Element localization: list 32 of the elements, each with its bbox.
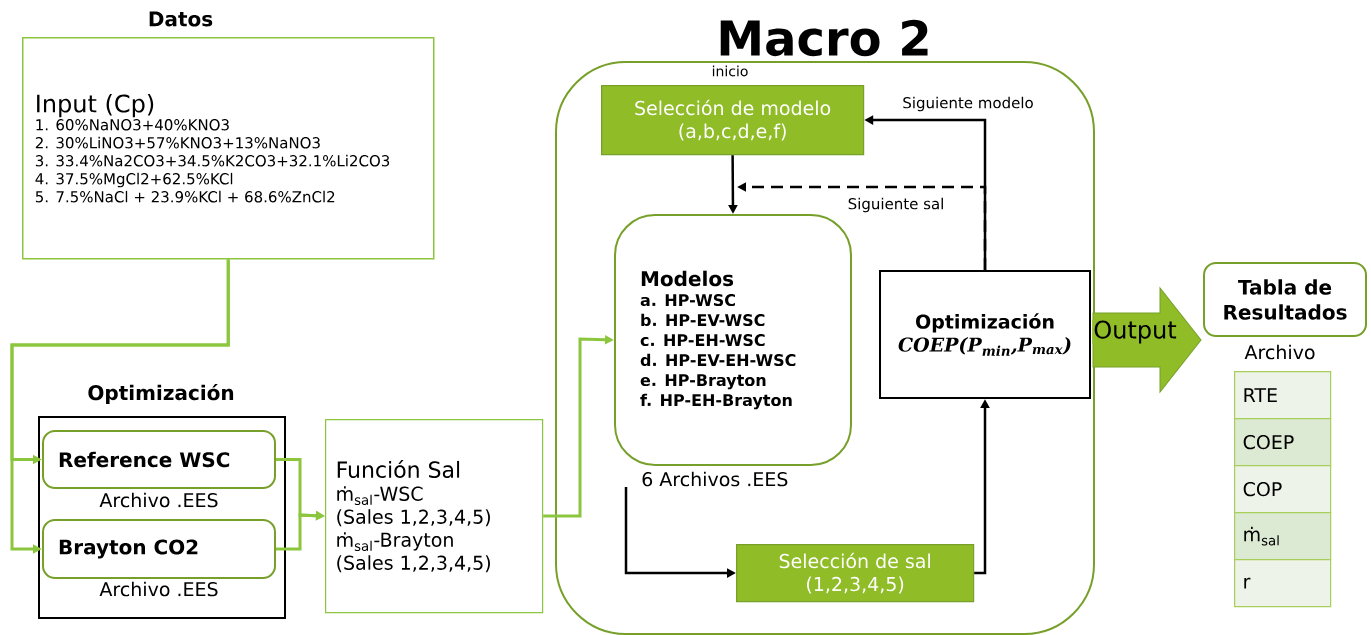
table-cell: COEP xyxy=(1234,418,1332,467)
edge-label: Siguiente sal xyxy=(846,196,946,214)
process-box: Brayton CO2 xyxy=(42,519,276,579)
node-label: 4. 37.5%MgCl2+62.5%KCl xyxy=(35,172,233,188)
process-box: Reference WSC xyxy=(42,430,276,489)
edge-label: Output xyxy=(1092,319,1178,345)
table-cell: COP xyxy=(1234,465,1332,514)
selection-box: Selección de modelo (a,b,c,d,e,f) xyxy=(601,85,865,156)
model-box: Modelos a. HP-WSC b. HP-EV-WSC c. HP-EH-WSC d. HP-EV-EH-WSC e. HP-Brayton f. HP-EH-Brayton xyxy=(614,214,852,466)
table-cell: RTE xyxy=(1234,371,1332,420)
file-label: inicio xyxy=(712,65,748,77)
process-box: Tabla de Resultados xyxy=(1203,262,1367,337)
file-label: Archivo xyxy=(1244,344,1315,360)
function-box: Función Sal ṁ$_{sal}$-WSC (Sales 1,2,3,4,5) ṁ$_{sal}$-Brayton (Sales 1,2,3,4,5) xyxy=(325,419,544,614)
file-label: Archivo .EES xyxy=(99,492,218,508)
selection-box: Selección de sal (1,2,3,4,5) xyxy=(736,544,975,603)
node-label: 5. 7.5%NaCl + 23.9%KCl + 68.6%ZnCl2 xyxy=(35,190,335,203)
file-label: Archivo .EES xyxy=(99,581,218,597)
node-label: 1. 60%NaNO3+40%KNO3 xyxy=(36,119,229,131)
arrow xyxy=(10,259,230,554)
data-box: Input (Cp) 1. 60%NaNO3+40%KNO3 2. 30%LiNO3+57%KNO3+13%NaNO3 3. 33.4%Na2CO3+34.5%K2CO3+32.1%Li2CO3 4. 37.5%MgCl2+62.5%KCl 5. 7.5%NaCl + 23.9%KCl + 68.6%ZnCl2 xyxy=(22,37,435,260)
node-label: 2. 30%LiNO3+57%KNO3+13%NaNO3 xyxy=(35,136,320,149)
table-cell: ṁ$_{sal}$ xyxy=(1234,512,1332,561)
node-label: 3. 33.4%Na2CO3+34.5%K2CO3+32.1%Li2CO3 xyxy=(35,154,390,167)
file-label: 6 Archivos .EES xyxy=(642,471,788,487)
edge-label: Siguiente modelo xyxy=(901,95,1035,113)
box-heading: Datos xyxy=(149,11,213,27)
optimization-box: Optimización COEP(P$_{min}$,P$_{max}$) xyxy=(879,270,1091,399)
node-label: Input (Cp) xyxy=(37,94,154,118)
table-cell: r xyxy=(1234,559,1332,608)
box-heading: Macro 2 xyxy=(720,19,928,57)
box-heading: Optimización xyxy=(88,383,234,405)
